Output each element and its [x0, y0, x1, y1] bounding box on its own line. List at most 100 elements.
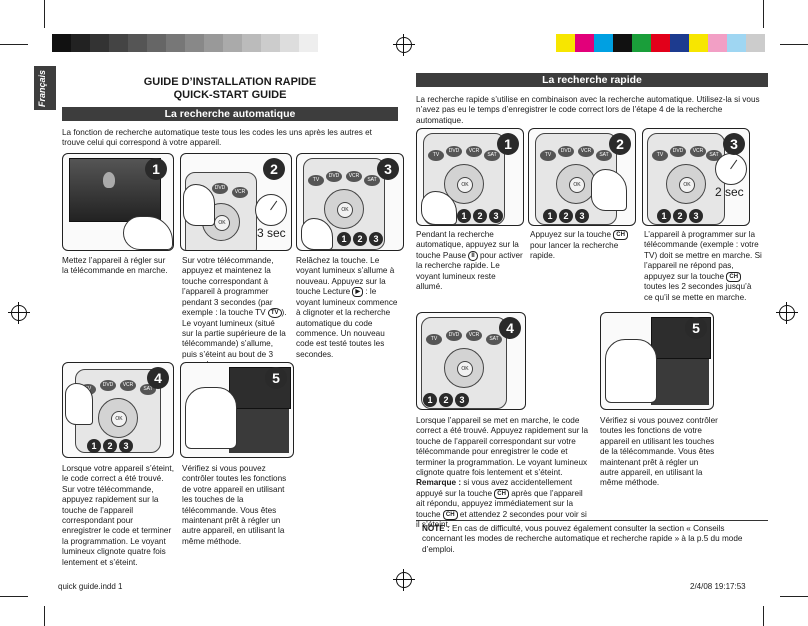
tv-button: TV [428, 150, 444, 161]
page-title: GUIDE D’INSTALLATION RAPIDE QUICK-START … [62, 76, 398, 102]
sat-button: SAT [706, 150, 722, 161]
note-text: NOTE : En cas de difficulté, vous pouvez… [422, 524, 766, 555]
ok-button: OK [679, 177, 695, 193]
color-swatch [261, 34, 280, 52]
person-on-sofa [185, 387, 237, 449]
registration-mark-icon [8, 302, 30, 324]
sequence-digit: 3 [369, 232, 383, 246]
ch-key-icon: CH [726, 271, 742, 282]
color-swatch [299, 34, 318, 52]
registration-mark-icon [393, 569, 415, 591]
play-key-icon: ▶ [352, 287, 364, 298]
sequence-digit: 3 [455, 393, 469, 407]
section-band-auto: La recherche automatique [62, 107, 398, 121]
step-number-badge: 2 [609, 133, 631, 155]
dvd-button: DVD [100, 380, 116, 391]
step-number-badge: 3 [723, 133, 745, 155]
sequence-1-2-3: 1 2 3 [337, 232, 383, 246]
sat-button: SAT [364, 175, 380, 186]
sequence-digit: 1 [337, 232, 351, 246]
color-swatch [128, 34, 147, 52]
step-5-text: Vérifiez si vous pouvez contrôler toutes… [600, 416, 718, 488]
step-number-badge: 1 [497, 133, 519, 155]
step-1-text: Mettez l’appareil à régler sur la téléco… [62, 256, 168, 276]
sequence-digit: 3 [489, 209, 503, 223]
step-2-text-b: pour lancer la recherche rapide. [530, 240, 619, 260]
sequence-digit: 2 [439, 393, 453, 407]
step-2-text: Appuyez sur la touche CH pour lancer la … [530, 230, 634, 261]
step-2-text: Sur votre télécommande, appuyez et maint… [182, 256, 288, 371]
figure-step-4: TV DVD VCR SAT OK 1 2 3 4 [62, 362, 174, 458]
person-on-sofa [605, 339, 657, 403]
tv-button: TV [652, 150, 668, 161]
figure-step-5: 5 [600, 312, 714, 410]
clock-icon [255, 194, 287, 226]
sat-button: SAT [486, 334, 502, 345]
footer-filename: quick guide.indd 1 [58, 582, 123, 591]
seconds-label: 2 sec [715, 185, 744, 199]
remark-label: Remarque : [416, 478, 462, 488]
sequence-digit: 2 [473, 209, 487, 223]
step-5-text: Vérifiez si vous pouvez contrôler toutes… [182, 464, 287, 546]
color-swatch [575, 34, 594, 52]
color-swatch [613, 34, 632, 52]
step-2-text-a: Sur votre télécommande, appuyez et maint… [182, 256, 274, 318]
sequence-1-2-3: 1 2 3 [87, 439, 133, 453]
intro-text: La fonction de recherche automatique tes… [62, 128, 372, 148]
ok-button: OK [214, 215, 230, 231]
remote-icon: TV DVD VCR SAT OK [421, 317, 507, 409]
step-3-text-b: toutes les 2 secondes jusqu’à ce qu’il s… [644, 282, 752, 302]
sequence-digit: 3 [575, 209, 589, 223]
step-number-badge: 5 [685, 317, 707, 339]
step-number-badge: 4 [499, 317, 521, 339]
color-bar [556, 34, 765, 52]
sequence-digit: 1 [423, 393, 437, 407]
color-swatch [594, 34, 613, 52]
color-swatch [52, 34, 71, 52]
ok-button: OK [111, 411, 127, 427]
tv-button: TV [308, 175, 324, 186]
figure-step-3: TV DVD VCR SAT OK 1 2 3 3 [296, 153, 404, 251]
vcr-button: VCR [466, 146, 482, 157]
tv-button: TV [540, 150, 556, 161]
tv-key-icon: TV [267, 308, 282, 319]
crop-mark [763, 606, 764, 626]
dpad-ring: OK [324, 189, 364, 229]
hand-icon [591, 169, 627, 211]
dpad-ring: OK [98, 398, 138, 438]
crop-mark [763, 0, 764, 28]
color-swatch [689, 34, 708, 52]
figure-step-4: TV DVD VCR SAT OK 1 2 3 4 [416, 312, 526, 410]
step-3-text: L’appareil à programmer sur la télécomma… [644, 230, 762, 303]
dvd-button: DVD [446, 330, 462, 341]
sequence-digit: 2 [559, 209, 573, 223]
ok-button: OK [569, 177, 585, 193]
ok-button: OK [457, 361, 473, 377]
step-3-text-a: Relâchez la touche. Le voyant lumineux s… [296, 256, 395, 297]
sequence-digit: 1 [457, 209, 471, 223]
color-swatch [708, 34, 727, 52]
sequence-1-2-3: 1 2 3 [657, 209, 703, 223]
step-1-text-b: pour activer la recherche rapide. Le voy… [416, 250, 523, 292]
sat-button: SAT [596, 150, 612, 161]
clock-icon [715, 153, 747, 185]
step-2-text-a: Appuyez sur la touche [530, 230, 612, 240]
color-swatch [651, 34, 670, 52]
figure-step-5: 5 [180, 362, 294, 458]
sequence-digit: 2 [353, 232, 367, 246]
dvd-button: DVD [212, 183, 228, 194]
sequence-digit: 2 [103, 439, 117, 453]
note-label: NOTE : [422, 524, 450, 533]
vcr-button: VCR [120, 380, 136, 391]
dpad-ring: OK [444, 348, 484, 388]
title-line-2: QUICK-START GUIDE [173, 89, 287, 101]
sequence-digit: 1 [87, 439, 101, 453]
sequence-digit: 1 [543, 209, 557, 223]
hand-icon [183, 184, 215, 226]
figure-step-3: TV DVD VCR SAT OK 2 sec 1 2 3 3 [642, 128, 750, 226]
step-3-text-b: : le voyant lumineux commence à clignote… [296, 287, 398, 359]
dvd-button: DVD [446, 146, 462, 157]
step-4-text: Lorsque l’appareil se met en marche, le … [416, 416, 592, 531]
sequence-1-2-3: 1 2 3 [423, 393, 469, 407]
color-swatch [727, 34, 746, 52]
